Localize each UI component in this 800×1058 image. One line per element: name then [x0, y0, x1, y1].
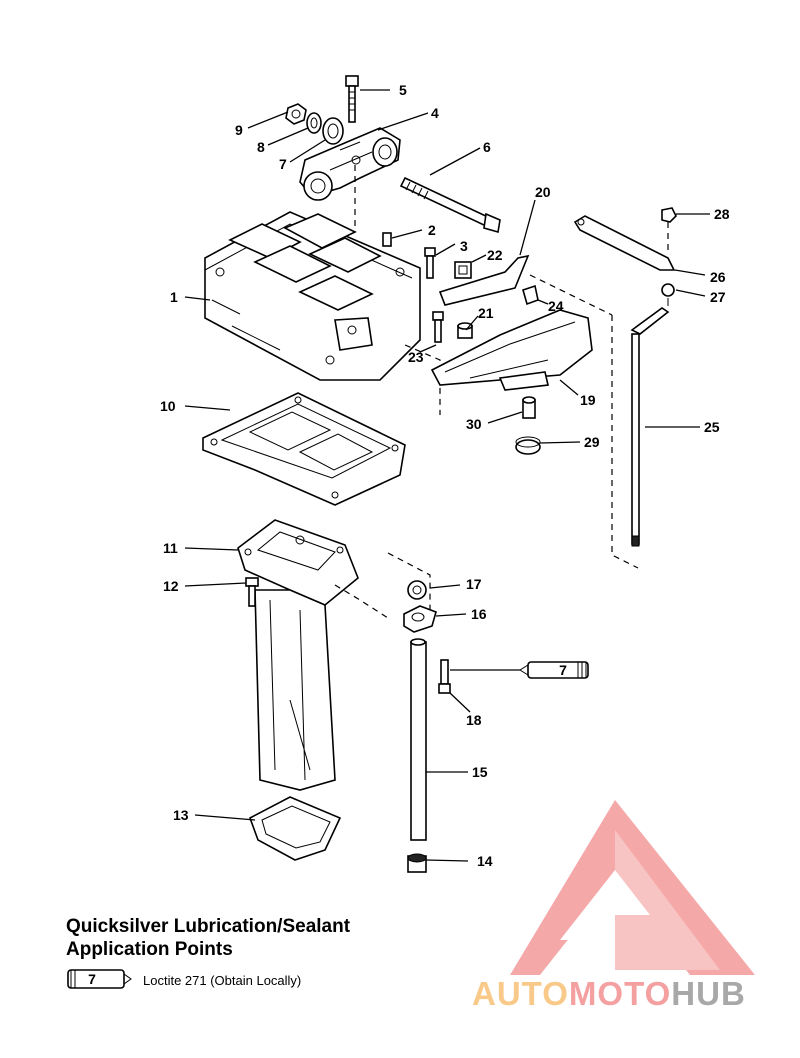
pin-part-2	[382, 232, 392, 247]
bolt-part-12	[245, 577, 259, 607]
callout-20: 20	[535, 184, 551, 200]
callout-19: 19	[580, 392, 596, 408]
callout-17: 17	[466, 576, 482, 592]
callout-30: 30	[466, 416, 482, 432]
plate-part-20	[438, 254, 530, 306]
callout-1: 1	[170, 289, 178, 305]
callout-14: 14	[477, 853, 493, 869]
screw-part-18	[438, 659, 451, 694]
adaptor-plate-part-1	[204, 211, 421, 381]
legend-item-text: Loctite 271 (Obtain Locally)	[143, 973, 302, 988]
callout-6: 6	[483, 139, 491, 155]
watermark-part-auto: AUTO	[472, 975, 569, 1012]
ring-part-7	[322, 117, 344, 145]
callout-3: 3	[460, 238, 468, 254]
plug-part-29	[515, 436, 541, 455]
nut-part-9	[285, 103, 307, 125]
callout-26: 26	[710, 269, 726, 285]
callout-2: 2	[428, 222, 436, 238]
callout-4: 4	[431, 105, 439, 121]
sealant-tag-label: 7	[559, 662, 567, 678]
callout-25: 25	[704, 419, 720, 435]
callout-22: 22	[487, 247, 503, 263]
legend-title: Quicksilver Lubrication/Sealant Applicat…	[66, 915, 350, 961]
seal-part-13	[249, 796, 342, 861]
bushing-part-30	[522, 396, 536, 419]
callout-29: 29	[584, 434, 600, 450]
watermark-part-moto: MOTO	[568, 975, 672, 1012]
leader-lines	[184, 89, 710, 862]
watermark-part-hub: HUB	[671, 975, 746, 1012]
bushing-part-16	[403, 605, 437, 633]
driveshaft-housing-part-11	[237, 519, 359, 791]
washer-part-8	[306, 112, 322, 134]
callout-11: 11	[163, 540, 178, 556]
bushing-part-21	[457, 322, 473, 339]
bushing-part-24	[522, 284, 539, 306]
callout-8: 8	[257, 139, 265, 155]
callout-9: 9	[235, 122, 243, 138]
shift-rod-part-25	[630, 307, 670, 547]
callout-21: 21	[478, 305, 494, 321]
grommet-part-14	[407, 853, 427, 873]
cover-part-19	[430, 309, 593, 391]
callout-27: 27	[710, 289, 726, 305]
bolt-part-5	[345, 75, 359, 123]
callout-24: 24	[548, 298, 564, 314]
nut-part-28	[661, 207, 677, 223]
washer-part-27	[661, 283, 675, 297]
bracket-part-4	[299, 127, 401, 201]
callout-10: 10	[160, 398, 176, 414]
gasket-part-10	[202, 392, 406, 506]
screw-part-23	[432, 311, 444, 343]
callout-16: 16	[471, 606, 487, 622]
callout-15: 15	[472, 764, 488, 780]
legend-tube-icon	[67, 969, 132, 989]
sealant-tube-icon	[519, 661, 589, 679]
lever-part-26	[573, 215, 676, 271]
screw-part-3	[424, 247, 436, 279]
legend-title-line-2: Application Points	[66, 939, 233, 960]
callout-28: 28	[714, 206, 730, 222]
tube-part-15	[410, 638, 427, 841]
long-bolt-part-6	[399, 176, 501, 234]
callout-13: 13	[173, 807, 189, 823]
watermark-brand: AUTOMOTOHUB	[472, 975, 746, 1013]
callout-7: 7	[279, 156, 287, 172]
seal-part-17	[407, 580, 427, 600]
callout-5: 5	[399, 82, 407, 98]
legend-title-line-1: Quicksilver Lubrication/Sealant	[66, 916, 351, 937]
callout-12: 12	[163, 578, 179, 594]
seal-part-22	[454, 261, 472, 279]
legend-tube-number: 7	[88, 971, 96, 987]
callout-18: 18	[466, 712, 482, 728]
callout-23: 23	[408, 349, 424, 365]
watermark-logo-icon	[510, 800, 755, 975]
